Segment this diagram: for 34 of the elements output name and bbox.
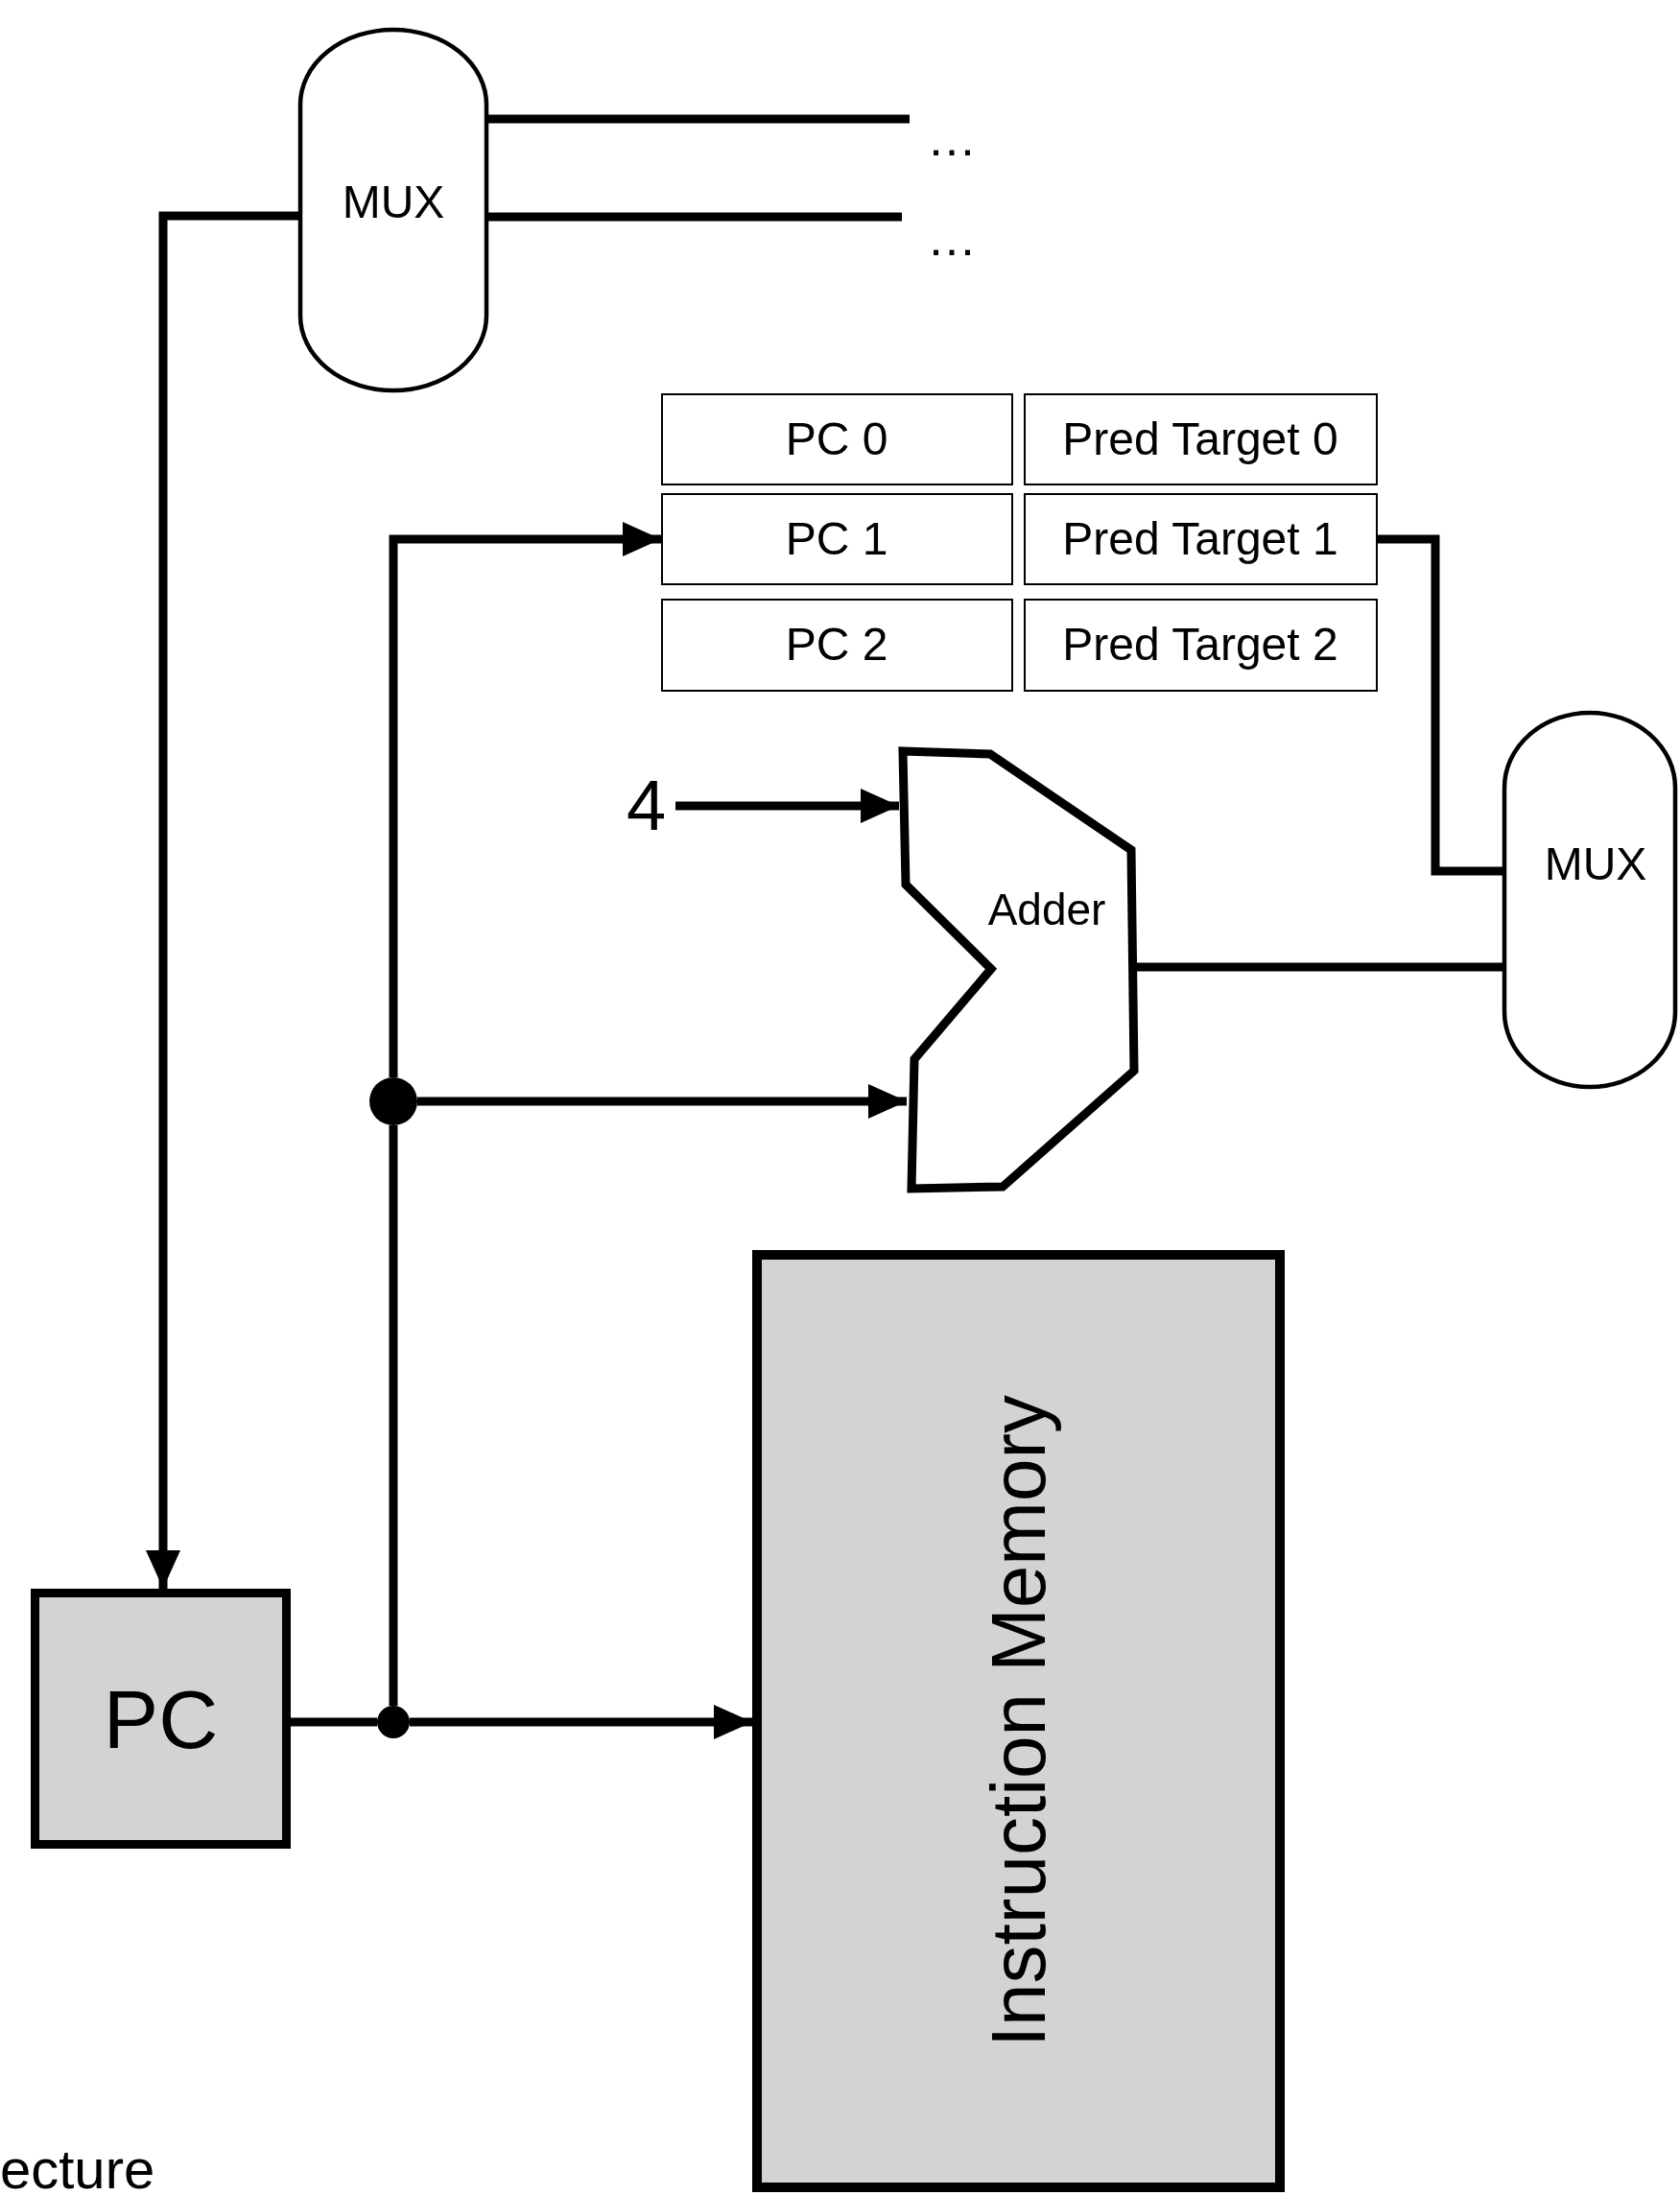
- table-cell: [1024, 493, 1378, 585]
- register-box: [31, 1589, 291, 1849]
- ellipsis-label: …: [927, 213, 977, 263]
- junction-dot: [369, 1077, 417, 1125]
- connector-line: [146, 211, 298, 1589]
- table-cell: [661, 493, 1013, 585]
- connector-line: [488, 212, 902, 222]
- table-cell: [661, 393, 1013, 485]
- connector-line: [675, 789, 899, 823]
- connector-line: [417, 1084, 907, 1119]
- cell-text: Pred Target 1: [1062, 515, 1338, 562]
- constant-value: 4: [626, 770, 667, 841]
- cell-text: PC 0: [785, 415, 888, 462]
- ellipsis-label: …: [927, 113, 977, 163]
- cell-text: Pred Target 2: [1062, 622, 1338, 668]
- table-cell: [1024, 599, 1378, 692]
- partial-caption: ecture: [0, 2141, 155, 2195]
- connector-line: [291, 1717, 377, 1727]
- node-label: PC: [103, 1677, 219, 1760]
- cell-text: PC 1: [785, 515, 888, 562]
- node-label: Adder: [987, 887, 1106, 932]
- cell-text: PC 2: [785, 622, 888, 668]
- connector-line: [410, 1705, 752, 1739]
- connector-line: [389, 522, 661, 1077]
- cell-text: Pred Target 0: [1062, 415, 1338, 462]
- node-label: MUX: [342, 179, 445, 225]
- table-cell: [661, 599, 1013, 692]
- connector-line: [1378, 534, 1503, 876]
- connector-line: [389, 1125, 398, 1706]
- junction-dot: [377, 1706, 410, 1738]
- connector-line: [488, 114, 910, 124]
- memory-block: [752, 1250, 1285, 2192]
- node-label: MUX: [1544, 841, 1647, 887]
- table-cell: [1024, 393, 1378, 485]
